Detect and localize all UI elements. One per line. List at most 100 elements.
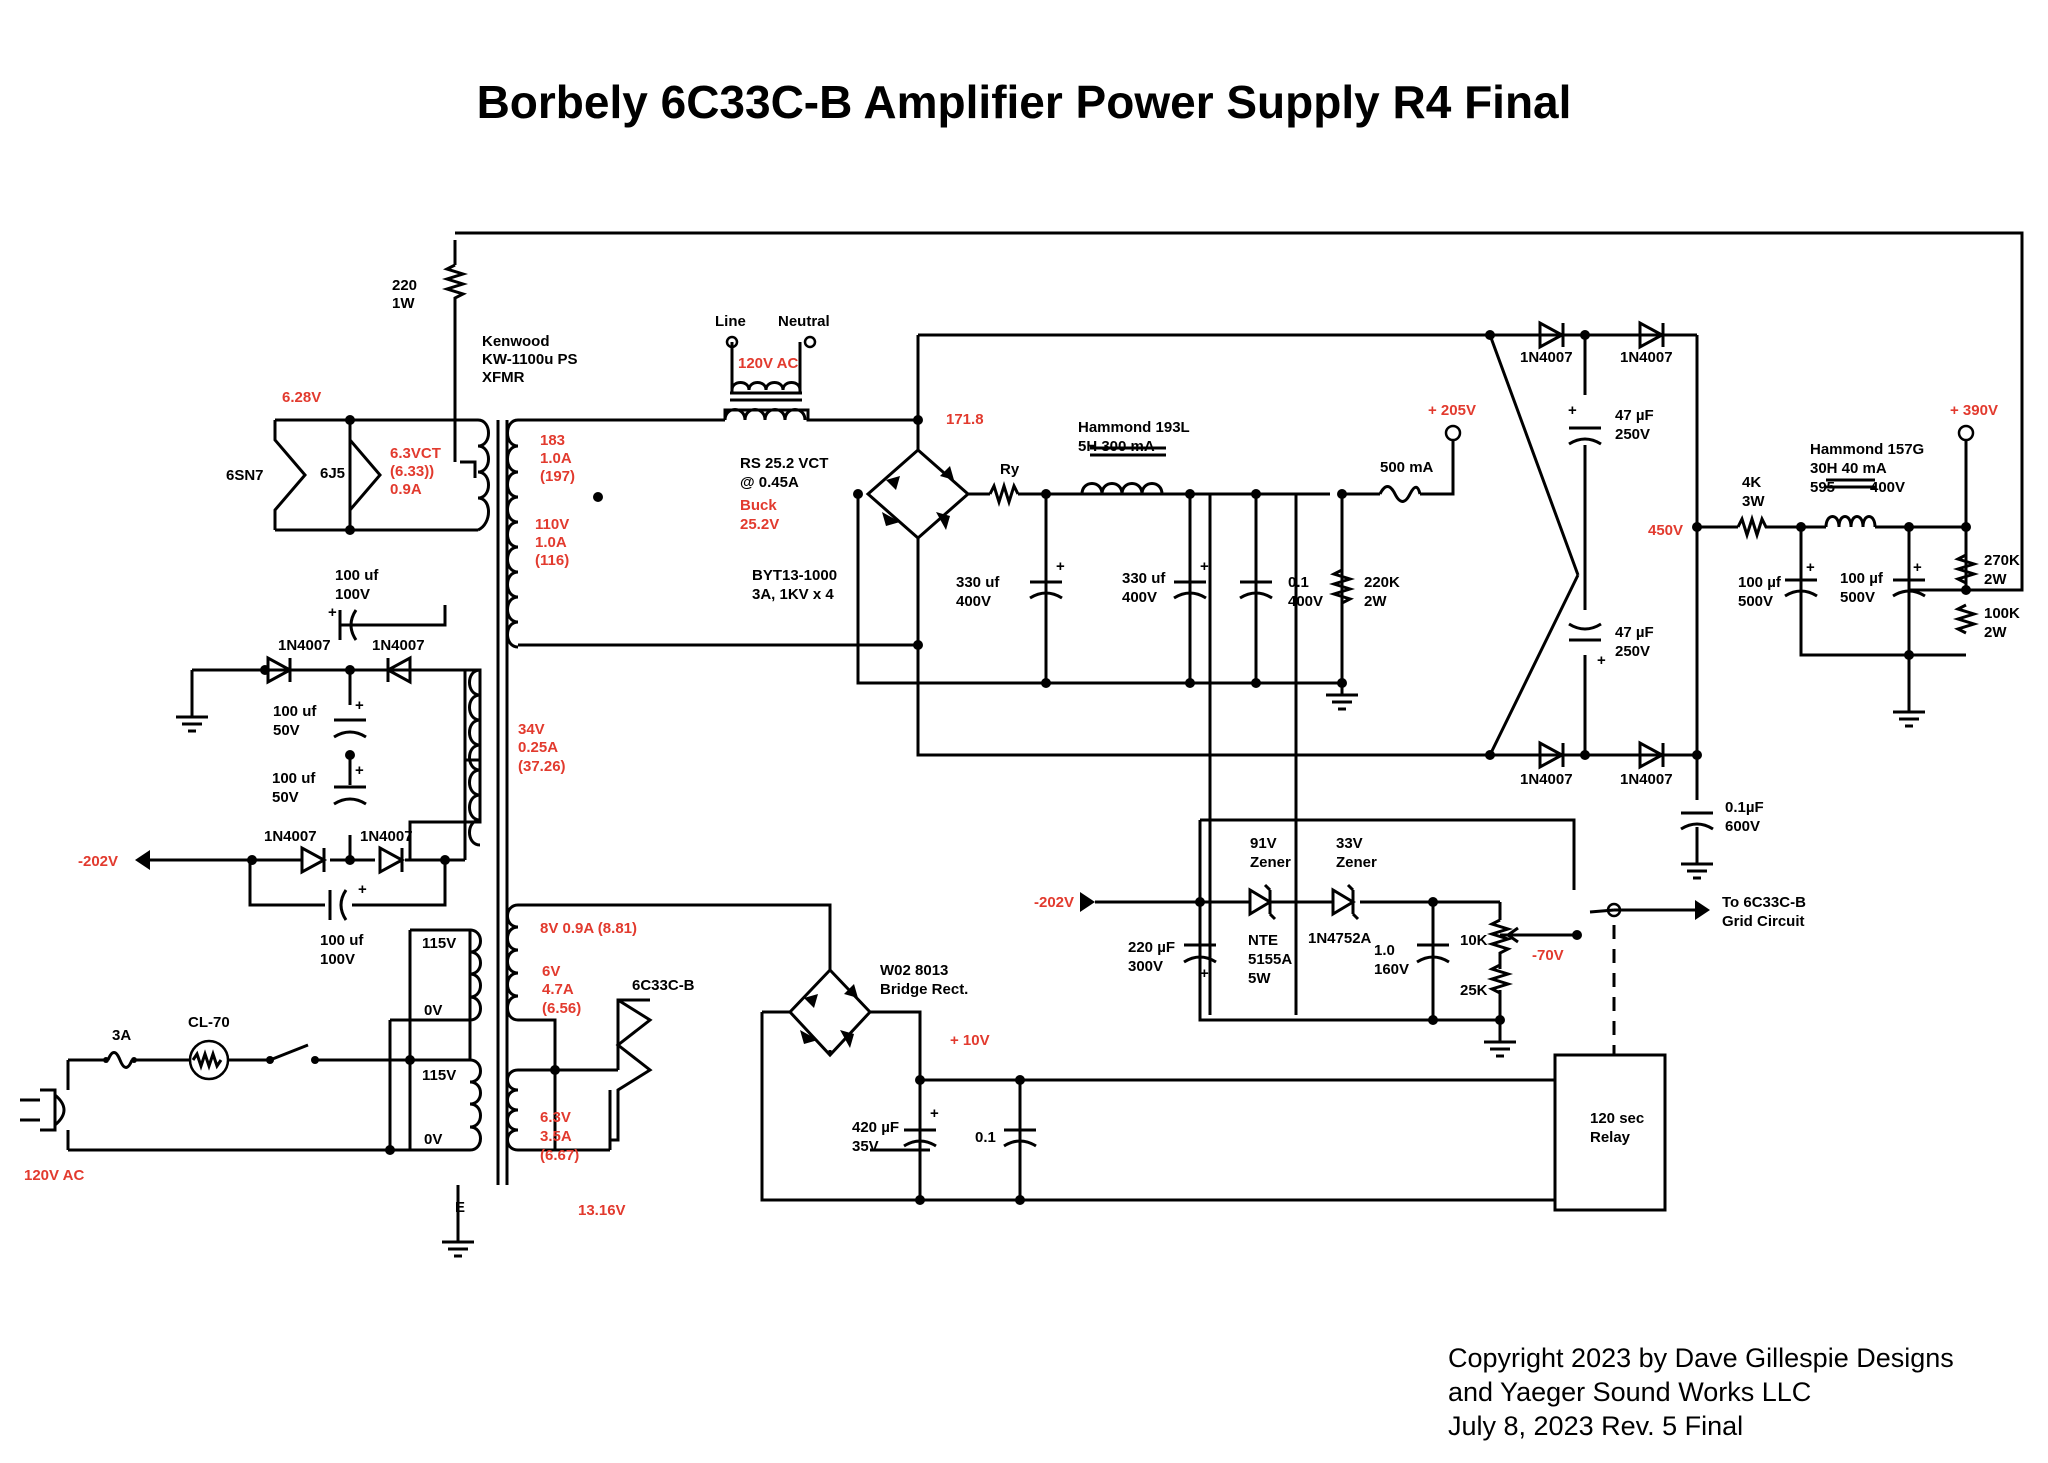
cap-47uf-1: [1568, 426, 1602, 446]
arrow-neg202-right: [1080, 892, 1095, 912]
bridge-byt13: [865, 448, 971, 645]
label-3a: 3A: [112, 1027, 131, 1044]
buck-transformer: [723, 335, 817, 421]
label-db-b2: 1N4007: [372, 637, 425, 654]
cap-220uf-300v: [1183, 943, 1217, 964]
label-c330a-1: 330 uf: [956, 574, 1000, 591]
label-nte-3: 5W: [1248, 970, 1271, 987]
label-buckx-1: RS 25.2 VCT: [740, 455, 828, 472]
label-c600-1: 0.1µF: [1725, 799, 1764, 816]
label-r220-1: 220: [392, 277, 417, 294]
label-c50a-2: 50V: [273, 722, 300, 739]
cap-47uf-2: [1568, 622, 1602, 642]
svg-text:+: +: [1056, 558, 1065, 575]
label-c01-2: 400V: [1288, 593, 1323, 610]
label-z33-part: 1N4752A: [1308, 930, 1372, 947]
label-171: 171.8: [946, 411, 984, 428]
diode-bias-3: [300, 845, 328, 875]
terminal-205v: [1444, 424, 1462, 442]
label-nte-2: 5155A: [1248, 951, 1292, 968]
label-r4k-1: 4K: [1742, 474, 1761, 491]
label-z91-1: 91V: [1250, 835, 1277, 852]
svg-text:+: +: [1597, 652, 1606, 669]
thermistor-cl70: [188, 1039, 230, 1081]
label-10v: + 10V: [950, 1032, 990, 1049]
label-390: + 390V: [1950, 402, 1998, 419]
resistor-220: [441, 263, 469, 300]
resistor-25k: [1486, 963, 1514, 995]
label-db1: 1N4007: [1520, 771, 1573, 788]
tube-6j5-heater: [348, 420, 382, 530]
cap-bias-top: [338, 609, 358, 641]
label-bridge-2: 3A, 1KV x 4: [752, 586, 834, 603]
label-6v-2: 4.7A: [542, 981, 574, 998]
power-switch[interactable]: [266, 1043, 319, 1064]
choke-hammond-157g: [1824, 478, 1877, 528]
copyright-line-3: July 8, 2023 Rev. 5 Final: [1448, 1411, 1743, 1441]
label-c47a-1: 47 µF: [1615, 407, 1654, 424]
diode-bias-2: [384, 655, 412, 685]
junctions: [247, 330, 1971, 1205]
label-buck-1: Buck: [740, 497, 777, 514]
relay-contact: [1606, 902, 1622, 918]
polarity-marks: ++ ++ ++ ++ ++ ++: [328, 402, 1922, 1122]
copyright-line-2: and Yaeger Sound Works LLC: [1448, 1377, 1811, 1407]
label-c500a-2: 500V: [1738, 593, 1773, 610]
label-c47b-1: 47 µF: [1615, 624, 1654, 641]
label-grid-2: Grid Circuit: [1722, 913, 1805, 930]
label-c220-2: 300V: [1128, 958, 1163, 975]
label-c160-2: 160V: [1374, 961, 1409, 978]
resistor-270k: [1952, 553, 1980, 585]
cap-bias-bottom: [328, 889, 348, 921]
label-r4k-2: 3W: [1742, 493, 1765, 510]
label-115a: 115V: [422, 935, 456, 952]
label-8v: 8V 0.9A (8.81): [540, 920, 637, 937]
label-63v-2: 3.5A: [540, 1128, 572, 1145]
label-6j5: 6J5: [320, 465, 345, 482]
bridge-w02: [762, 967, 895, 1058]
label-c330a-2: 400V: [956, 593, 991, 610]
zener-33v: [1331, 883, 1360, 921]
label-63vct-3: 0.9A: [390, 481, 422, 498]
label-db2: 1N4007: [1620, 771, 1673, 788]
label-c420-1: 420 µF: [852, 1119, 899, 1136]
label-nte-1: NTE: [1248, 932, 1278, 949]
label-cbb-2: 100V: [320, 951, 355, 968]
svg-text:+: +: [1568, 402, 1577, 419]
label-c500a-1: 100 µf: [1738, 574, 1782, 591]
label-157g-1: Hammond 157G: [1810, 441, 1924, 458]
arrow-grid-out: [1695, 900, 1710, 920]
fuse-3a: [106, 1051, 134, 1069]
label-6v-1: 6V: [542, 963, 560, 980]
label-buck-2: 25.2V: [740, 516, 779, 533]
cap-100uf-50v-2: [333, 785, 367, 806]
resistor-220k: [1328, 568, 1356, 605]
tube-6sn7-heater: [273, 420, 307, 530]
label-neg202-left: -202V: [78, 853, 118, 870]
label-183-3: (197): [540, 468, 575, 485]
label-183-2: 1.0A: [540, 450, 572, 467]
svg-text:+: +: [355, 697, 364, 714]
svg-text:+: +: [1806, 559, 1815, 576]
label-110-2: 1.0A: [535, 534, 567, 551]
label-63v-1: 6.3V: [540, 1109, 571, 1126]
ac-plug: [40, 1088, 66, 1132]
diode-1n4007-top2: [1638, 320, 1666, 350]
label-400v: 400V: [1870, 479, 1905, 496]
label-cbt-2: 100V: [335, 586, 370, 603]
cap-01uf-600v: [1680, 811, 1714, 852]
label-w02-2: Bridge Rect.: [880, 981, 968, 998]
label-neutral: Neutral: [778, 313, 830, 330]
label-r220k-1: 220K: [1364, 574, 1400, 591]
zener-91v: [1248, 883, 1277, 921]
label-595: 595: [1810, 479, 1835, 496]
label-c500b-2: 500V: [1840, 589, 1875, 606]
label-450: 450V: [1648, 522, 1683, 539]
label-6sn7: 6SN7: [226, 467, 264, 484]
label-db-b3: 1N4007: [264, 828, 317, 845]
label-1316: 13.16V: [578, 1202, 626, 1219]
label-r100k-1: 100K: [1984, 605, 2020, 622]
svg-text:+: +: [1200, 558, 1209, 575]
resistor-ry: [988, 480, 1020, 508]
